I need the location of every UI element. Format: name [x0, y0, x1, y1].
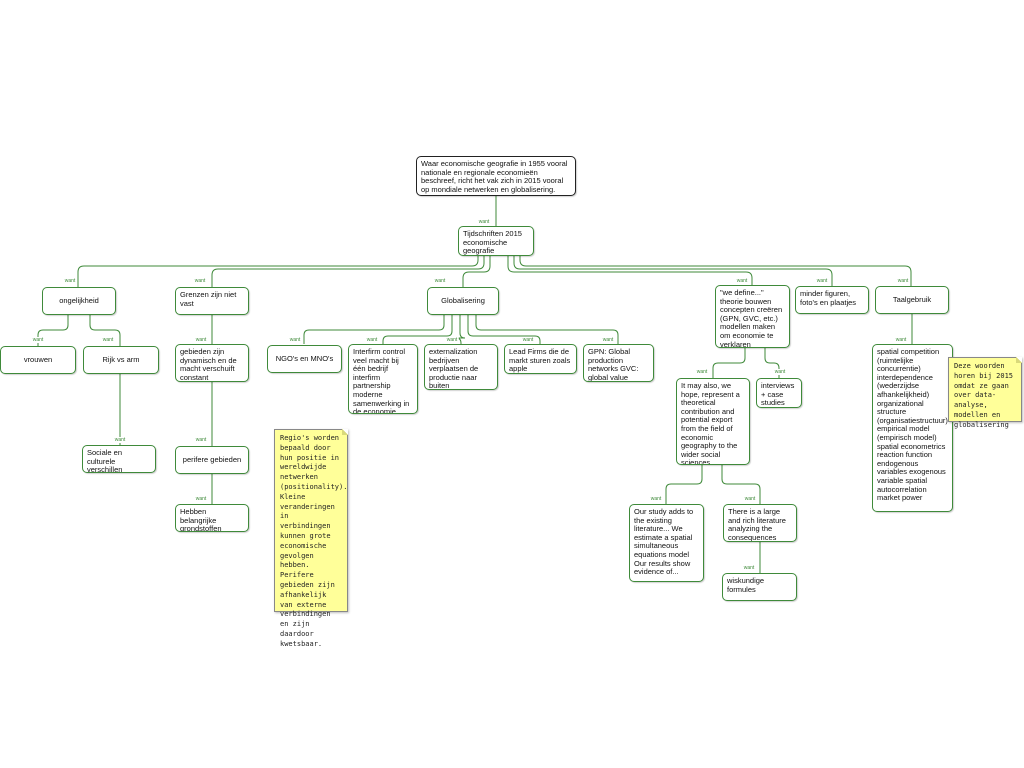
node-vrouwen[interactable]: vrouwen [0, 346, 76, 374]
link-label: want [194, 496, 208, 502]
node-our-study[interactable]: Our study adds to the existing literatur… [629, 504, 704, 582]
link-globalisering-1 [382, 315, 453, 344]
node-root[interactable]: Waar economische geografie in 1955 voora… [416, 156, 576, 196]
link-tijdschriften-0 [77, 256, 479, 287]
link-ongelijkheid-vrouwen [37, 315, 69, 346]
sticky-note-woorden: Deze woorden horen bij 2015 omdat ze gaa… [948, 357, 1022, 429]
node-lead-firms[interactable]: Lead Firms die de markt sturen zoals app… [504, 344, 577, 374]
link-tijdschriften-3 [507, 256, 753, 287]
link-label: want [365, 337, 379, 343]
link-define-interviews [764, 348, 780, 378]
link-globalisering-3 [467, 315, 541, 344]
node-globalisering[interactable]: Globalisering [427, 287, 499, 315]
link-label: want [735, 278, 749, 284]
link-tijdschriften-5 [519, 256, 912, 287]
link-label: want [445, 337, 459, 343]
link-label: want [193, 278, 207, 284]
link-globalisering-2 [455, 315, 466, 344]
link-label: want [773, 369, 787, 375]
node-interfirm[interactable]: Interfirm control veel macht bij één bed… [348, 344, 418, 414]
link-label: want [288, 337, 302, 343]
node-minder-figuren[interactable]: minder figuren, foto's en plaatjes [795, 286, 869, 314]
link-label: want [649, 496, 663, 502]
link-label: want [113, 437, 127, 443]
node-externalization[interactable]: externalization bedrijven verplaatsen de… [424, 344, 498, 390]
link-label: want [63, 278, 77, 284]
link-label: want [521, 337, 535, 343]
link-label: want [31, 337, 45, 343]
node-gpn[interactable]: GPN: Global production networks GVC: glo… [583, 344, 654, 382]
sticky-note-regio: Regio's worden bepaald door hun positie … [274, 429, 348, 648]
link-label: want [896, 278, 910, 284]
link-label: want [477, 219, 491, 225]
link-globalisering-4 [475, 315, 619, 344]
link-tijdschriften-4 [513, 256, 833, 287]
node-may-also[interactable]: It may also, we hope, represent a theore… [676, 378, 750, 465]
node-grenzen[interactable]: Grenzen zijn niet vast [175, 287, 249, 315]
link-label: want [894, 337, 908, 343]
link-label: want [743, 496, 757, 502]
node-we-define[interactable]: "we define..." theorie bouwen concepten … [715, 285, 790, 348]
link-define-mayalso [712, 348, 746, 378]
node-wiskundige[interactable]: wiskundige formules [722, 573, 797, 601]
link-ongelijkheid-rijk [89, 315, 121, 346]
link-label: want [601, 337, 615, 343]
node-tijdschriften[interactable]: Tijdschriften 2015 economische geografie [458, 226, 534, 256]
link-label: want [815, 278, 829, 284]
link-label: want [194, 337, 208, 343]
link-label: want [742, 565, 756, 571]
link-globalisering-0 [303, 315, 445, 344]
link-tijdschriften-2 [462, 256, 491, 287]
node-taalgebruik[interactable]: Taalgebruik [875, 286, 949, 314]
node-gebieden[interactable]: gebieden zijn dynamisch en de macht vers… [175, 344, 249, 382]
link-label: want [194, 437, 208, 443]
node-perifere[interactable]: perifere gebieden [175, 446, 249, 474]
node-ongelijkheid[interactable]: ongelijkheid [42, 287, 116, 315]
node-spatial-terms[interactable]: spatial competition (ruimtelijke concurr… [872, 344, 953, 512]
node-sociale[interactable]: Sociale en culturele verschillen [82, 445, 156, 473]
link-mayalso-literature [721, 465, 761, 504]
link-label: want [695, 369, 709, 375]
link-label: want [433, 278, 447, 284]
node-interviews[interactable]: interviews + case studies veel veldwerk [756, 378, 802, 408]
link-label: want [101, 337, 115, 343]
link-tijdschriften-1 [211, 256, 485, 287]
node-grondstoffen[interactable]: Hebben belangrijke grondstoffen [175, 504, 249, 532]
node-ngo[interactable]: NGO's en MNO's [267, 345, 342, 373]
link-mayalso-ourstudy [665, 465, 703, 504]
node-rijk-arm[interactable]: Rijk vs arm [83, 346, 159, 374]
node-large-literature[interactable]: There is a large and rich literature ana… [723, 504, 797, 542]
